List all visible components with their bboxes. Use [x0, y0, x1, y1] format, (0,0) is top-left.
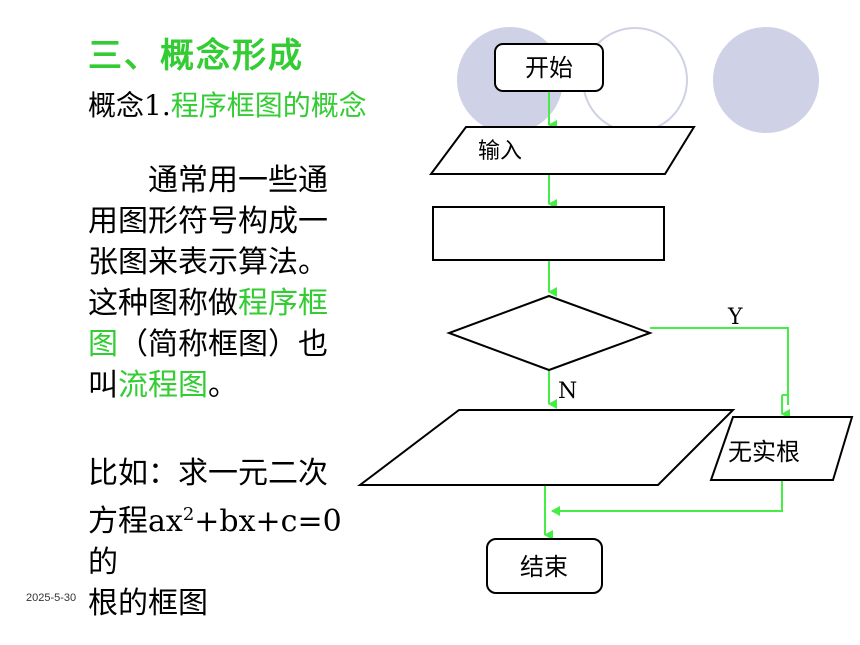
paragraph-line: 这种图称做程序框 — [88, 283, 368, 324]
definition-paragraph: 通常用一些通 用图形符号构成一 张图来表示算法。 这种图称做程序框 图（简称框图… — [88, 160, 368, 406]
paragraph-line: 张图来表示算法。 — [88, 245, 328, 280]
no-real-root-box — [709, 416, 854, 481]
term-highlight: 流程图 — [118, 368, 208, 403]
concept-highlight: 程序框图的概念 — [170, 89, 367, 122]
start-label: 开始 — [525, 54, 573, 82]
no-label: N — [558, 379, 577, 404]
decorative-circle — [713, 27, 819, 133]
end-label: 结束 — [520, 553, 568, 581]
concept-title: 概念1.程序框图的概念 — [88, 84, 367, 124]
example-paragraph: 比如：求一元二次 方程ax2+bx+c=0的 根的框图 — [88, 453, 368, 624]
process-box — [432, 206, 665, 261]
line-text: 方程ax — [88, 504, 183, 539]
no-real-root-label: 无实根 — [728, 438, 800, 466]
output-box — [357, 409, 736, 486]
line-text: 这种图称做 — [88, 286, 238, 321]
end-terminal — [486, 538, 603, 594]
term-highlight: 图 — [88, 327, 118, 362]
slide-date: 2025-5-30 — [26, 592, 77, 604]
decision-diamond — [446, 294, 653, 372]
line-text: 叫 — [88, 368, 118, 403]
paragraph-line: 叫流程图。 — [88, 365, 368, 406]
paragraph-line: 根的框图 — [88, 586, 208, 621]
line-text: +bx+c=0的 — [88, 504, 342, 580]
line-text: （简称框图）也 — [118, 327, 328, 362]
section-heading: 三、概念形成 — [88, 36, 304, 76]
input-label: 输入 — [478, 139, 522, 164]
paragraph-line: 通常用一些通 — [88, 163, 328, 198]
paragraph-line: 图（简称框图）也 — [88, 324, 368, 365]
superscript: 2 — [182, 504, 195, 525]
yes-branch-line — [650, 327, 789, 405]
start-terminal — [494, 43, 604, 92]
yes-label: Y — [727, 305, 743, 330]
line-text: 。 — [208, 368, 238, 403]
input-box — [429, 126, 696, 175]
term-highlight: 程序框 — [238, 286, 328, 321]
paragraph-line: 用图形符号构成一 — [88, 204, 328, 239]
paragraph-line: 比如：求一元二次 — [88, 456, 328, 491]
paragraph-line: 方程ax2+bx+c=0的 — [88, 494, 368, 583]
merge-line — [551, 481, 783, 516]
concept-prefix: 概念1. — [88, 89, 171, 122]
